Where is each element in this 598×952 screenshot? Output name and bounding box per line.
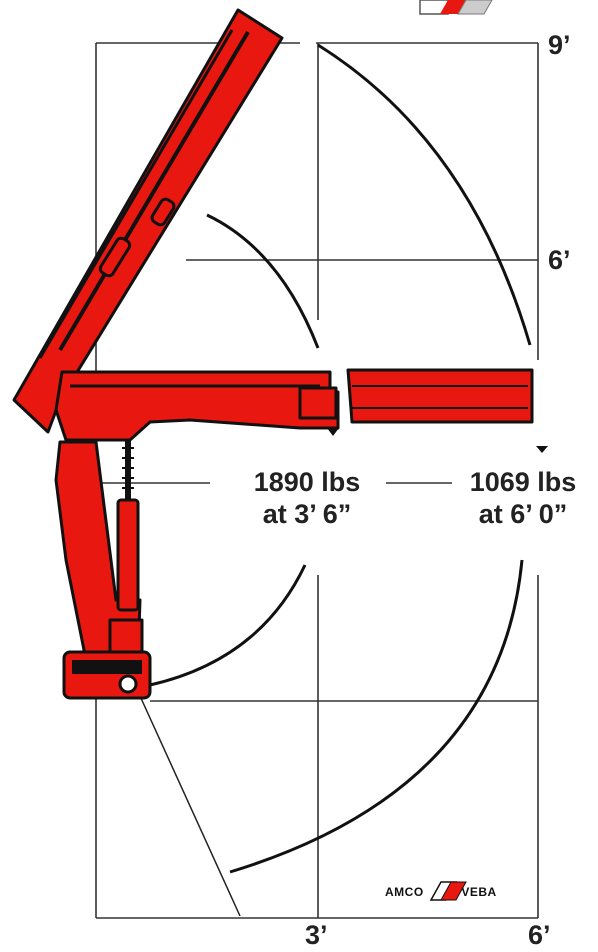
brand-logo: AMCO VEBA [385, 884, 497, 902]
horizontal-boom [54, 370, 340, 442]
crane-base [62, 650, 152, 700]
raised-boom [12, 8, 284, 434]
y-axis-label-6ft: 6’ [548, 245, 571, 275]
load-capacity-1: 1890 lbs at 3’ 6” [222, 466, 392, 530]
x-axis-label-3ft: 3’ [305, 920, 328, 950]
reach-arcs [149, 43, 532, 874]
load-capacity-2: 1069 lbs at 6’ 0” [448, 466, 598, 530]
crane [12, 8, 534, 700]
brand-left: AMCO [385, 885, 424, 900]
swing-radius-line [139, 695, 241, 917]
x-axis-label-6ft: 6’ [528, 920, 551, 950]
load-marker-icon [327, 428, 548, 453]
brand-mark-spacer [428, 884, 458, 902]
y-axis-label-9ft: 9’ [548, 30, 571, 60]
boom-extension [346, 368, 534, 424]
load-reach-1: at 3’ 6” [262, 499, 352, 529]
load-weight-2: 1069 lbs [469, 467, 577, 497]
load-weight-1: 1890 lbs [253, 467, 361, 497]
load-reach-2: at 6’ 0” [478, 499, 568, 529]
brand-right: VEBA [461, 885, 497, 900]
brand-logo-mark [429, 881, 467, 901]
amco-veba-logo-icon [419, 0, 493, 15]
